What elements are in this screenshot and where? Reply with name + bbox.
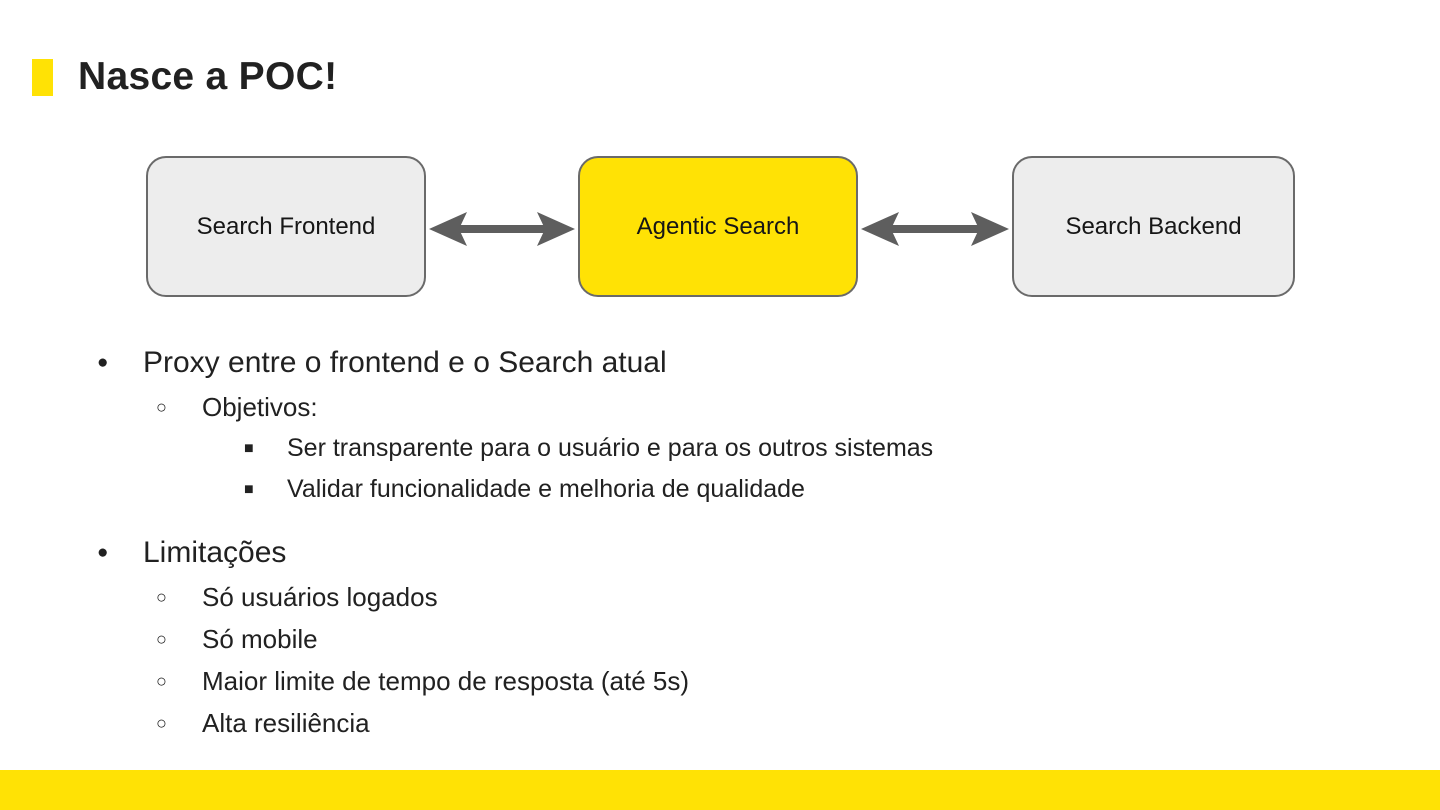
diagram-node-search-backend: Search Backend	[1012, 156, 1295, 297]
list-item-text: Proxy entre o frontend e o Search atual	[143, 346, 667, 379]
bottom-accent-bar	[0, 770, 1440, 810]
list-item-text: Só usuários logados	[202, 581, 438, 612]
slide-title-row: Nasce a POC!	[32, 55, 337, 99]
list-item-text: Alta resiliência	[202, 707, 370, 738]
square-bullet-icon: ■	[244, 439, 254, 457]
disc-bullet-icon: ●	[97, 352, 109, 373]
diagram-node-label: Agentic Search	[636, 212, 800, 240]
square-bullet-icon: ■	[244, 480, 254, 498]
list-item-text: Objetivos:	[202, 391, 318, 422]
circle-bullet-icon: ○	[156, 628, 167, 649]
circle-bullet-icon: ○	[156, 586, 167, 607]
circle-bullet-icon: ○	[156, 712, 167, 733]
diagram-node-label: Search Backend	[1065, 212, 1242, 240]
list-item-text: Validar funcionalidade e melhoria de qua…	[287, 475, 805, 503]
list-item: ○ Alta resiliência	[156, 702, 1440, 744]
list-item: ■ Validar funcionalidade e melhoria de qu…	[244, 469, 1440, 510]
title-accent-square-icon	[32, 58, 53, 96]
double-arrow-icon	[861, 212, 1009, 246]
diagram-node-label: Search Frontend	[196, 212, 376, 240]
list-item-text: Ser transparente para o usuário e para o…	[287, 434, 934, 462]
list-item: ○ Maior limite de tempo de resposta (até …	[156, 660, 1440, 702]
list-item-text: Limitações	[143, 536, 287, 569]
list-item: ○ Só usuários logados	[156, 576, 1440, 618]
circle-bullet-icon: ○	[156, 396, 167, 417]
list-item: ○ Objetivos:	[156, 386, 1440, 428]
list-item: ■ Ser transparente para o usuário e para …	[244, 428, 1440, 469]
diagram-node-search-frontend: Search Frontend	[146, 156, 426, 297]
double-arrow-icon	[429, 212, 575, 246]
diagram-node-agentic-search: Agentic Search	[578, 156, 858, 297]
bullet-list: ● Proxy entre o frontend e o Search atual…	[0, 340, 1440, 744]
slide-title: Nasce a POC!	[78, 55, 338, 98]
list-item: ○ Só mobile	[156, 618, 1440, 660]
list-item: ● Limitações	[97, 530, 1440, 576]
disc-bullet-icon: ●	[97, 542, 109, 563]
list-item-text: Maior limite de tempo de resposta (até 5…	[202, 665, 689, 696]
list-item-text: Só mobile	[202, 623, 318, 654]
list-item: ● Proxy entre o frontend e o Search atual	[97, 340, 1440, 386]
circle-bullet-icon: ○	[156, 670, 167, 691]
